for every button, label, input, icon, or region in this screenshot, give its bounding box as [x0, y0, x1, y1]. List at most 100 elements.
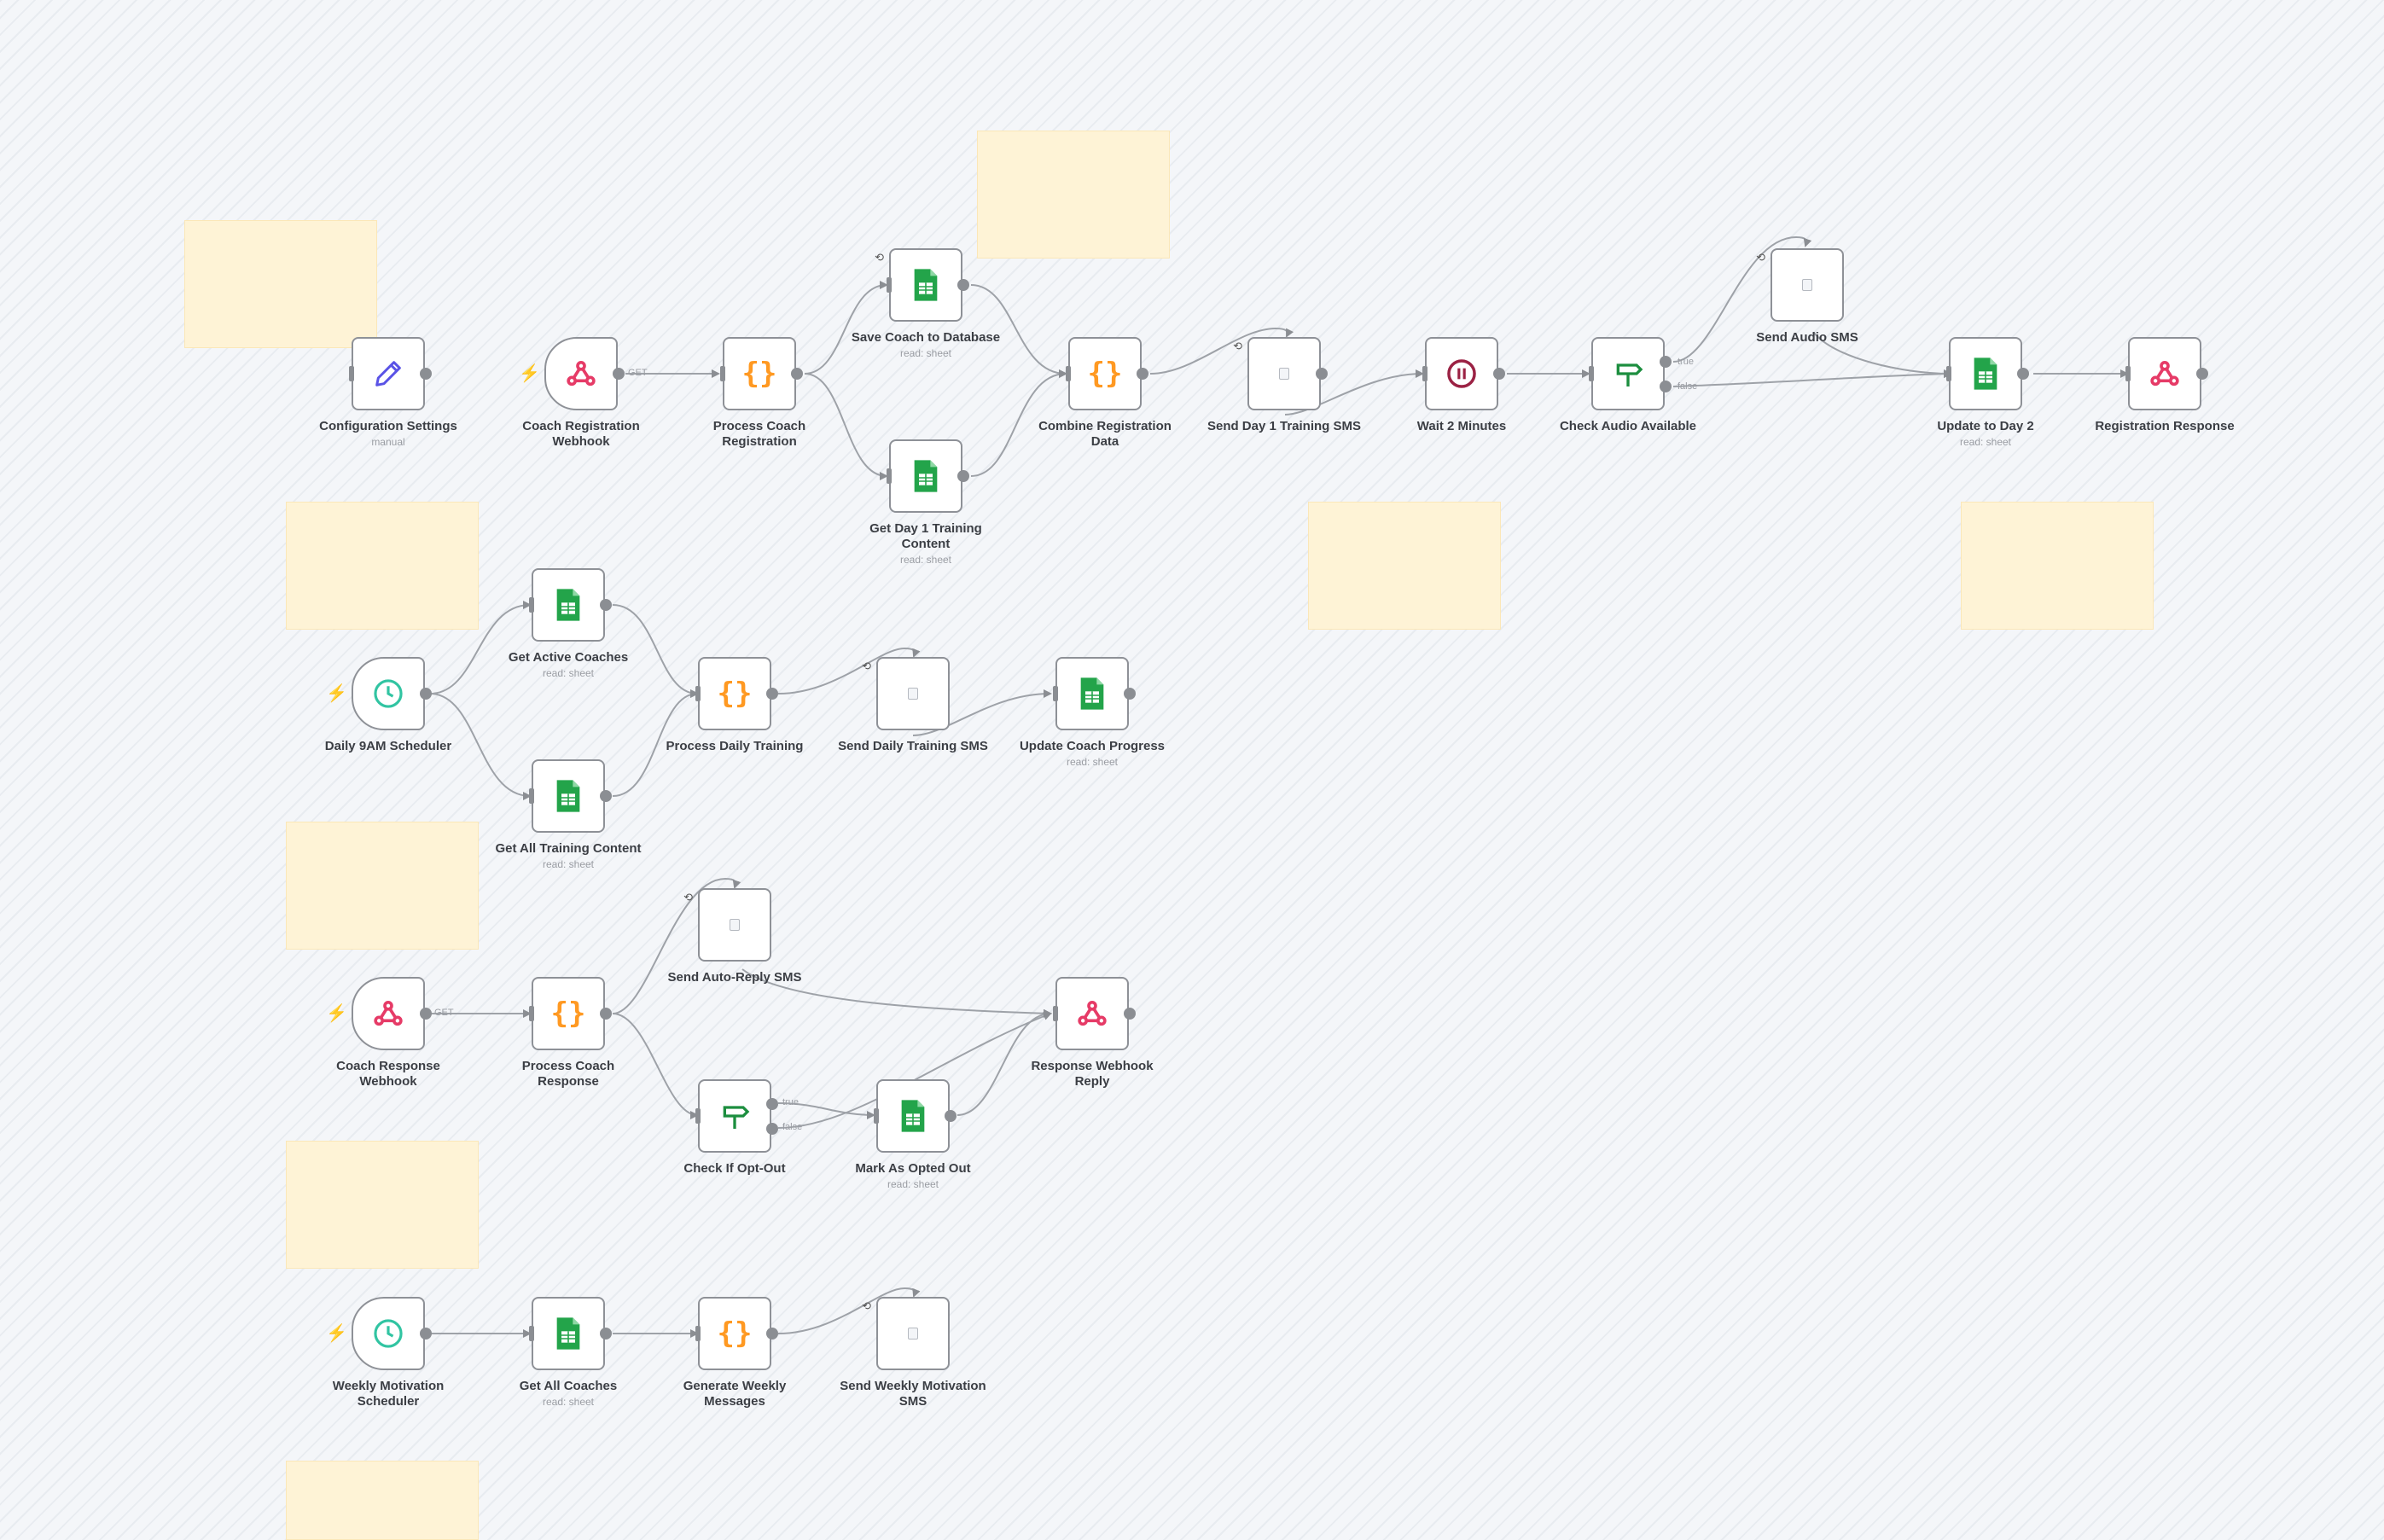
- output-handle[interactable]: [791, 368, 803, 380]
- sticky-note[interactable]: [286, 822, 479, 950]
- sticky-note[interactable]: [977, 131, 1170, 259]
- sticky-note[interactable]: [286, 1141, 479, 1269]
- output-handle[interactable]: [600, 1328, 612, 1340]
- output-handle-true[interactable]: [1660, 356, 1672, 368]
- input-handle[interactable]: [695, 1326, 701, 1341]
- connection-line: [1672, 369, 1952, 387]
- broken-image-icon: [1802, 279, 1812, 291]
- node-label: Check If Opt-Out: [683, 1161, 786, 1176]
- output-handle-true[interactable]: [766, 1098, 778, 1110]
- output-handle[interactable]: [1137, 368, 1148, 380]
- output-handle[interactable]: [420, 368, 432, 380]
- edge-label-true: true: [1678, 357, 1694, 367]
- code-braces-icon: {}: [741, 357, 777, 391]
- node-label: Process Daily Training: [666, 739, 804, 753]
- input-handle[interactable]: [1053, 686, 1058, 701]
- node-label: Wait 2 Minutes: [1416, 419, 1507, 433]
- output-handle[interactable]: [957, 470, 969, 482]
- input-handle[interactable]: [529, 1006, 534, 1021]
- output-handle[interactable]: [1124, 1008, 1136, 1020]
- input-handle[interactable]: [1589, 366, 1594, 381]
- node-sublabel: read: sheet: [1959, 436, 2012, 448]
- input-handle[interactable]: [2125, 366, 2131, 381]
- input-handle[interactable]: [529, 597, 534, 613]
- webhook-icon: [369, 994, 408, 1033]
- input-handle[interactable]: [874, 1108, 879, 1124]
- sticky-note[interactable]: [1308, 502, 1501, 630]
- node-sublabel: read: sheet: [887, 1178, 939, 1190]
- output-handle[interactable]: [600, 1008, 612, 1020]
- input-handle[interactable]: [349, 366, 354, 381]
- clock-icon: [369, 674, 408, 713]
- google-sheets-icon: [906, 456, 945, 496]
- output-handle[interactable]: [766, 688, 778, 700]
- input-handle[interactable]: [1422, 366, 1427, 381]
- sticky-note[interactable]: [286, 1461, 479, 1540]
- output-handle[interactable]: [2017, 368, 2029, 380]
- output-handle[interactable]: [420, 688, 432, 700]
- output-handle[interactable]: [600, 790, 612, 802]
- output-handle[interactable]: [1316, 368, 1328, 380]
- output-handle[interactable]: [945, 1110, 957, 1122]
- pencil-icon: [369, 354, 408, 393]
- broken-image-icon: [908, 688, 918, 700]
- node-label: Get Active Coaches: [508, 650, 629, 665]
- output-handle[interactable]: [766, 1328, 778, 1340]
- node-label: Mark As Opted Out: [855, 1161, 971, 1176]
- trigger-bolt-icon: ⚡: [326, 1324, 347, 1343]
- output-handle[interactable]: [2196, 368, 2208, 380]
- output-handle[interactable]: [420, 1328, 432, 1340]
- sticky-note[interactable]: [286, 502, 479, 630]
- node-label: Save Coach to Database: [851, 330, 1001, 345]
- input-handle[interactable]: [1053, 1006, 1058, 1021]
- sticky-note[interactable]: [1961, 502, 2154, 630]
- clock-icon: [369, 1314, 408, 1353]
- node-sublabel: read: sheet: [899, 554, 952, 566]
- output-handle[interactable]: [420, 1008, 432, 1020]
- input-handle[interactable]: [720, 366, 725, 381]
- input-handle[interactable]: [887, 277, 892, 293]
- output-handle[interactable]: [600, 599, 612, 611]
- node-label: Coach Response Webhook: [336, 1059, 440, 1089]
- broken-image-icon: [908, 1328, 918, 1340]
- edge-label-true: true: [782, 1097, 799, 1107]
- signpost-icon: [715, 1096, 754, 1136]
- broken-image-icon: [1279, 368, 1289, 380]
- sync-icon: ⟲: [1756, 251, 1765, 264]
- google-sheets-icon: [549, 776, 588, 816]
- output-handle[interactable]: [1493, 368, 1505, 380]
- google-sheets-icon: [549, 585, 588, 625]
- node-label: Update Coach Progress: [1019, 739, 1166, 753]
- output-handle-false[interactable]: [1660, 381, 1672, 392]
- webhook-icon: [2145, 354, 2184, 393]
- input-handle[interactable]: [1066, 366, 1071, 381]
- input-handle[interactable]: [529, 1326, 534, 1341]
- input-handle[interactable]: [695, 1108, 701, 1124]
- node-label: Process Coach Registration: [712, 419, 806, 449]
- input-handle[interactable]: [695, 686, 701, 701]
- node-label: Weekly Motivation Scheduler: [332, 1379, 445, 1409]
- node-sublabel: manual: [371, 436, 405, 448]
- code-braces-icon: {}: [717, 1316, 753, 1351]
- node-label: Update to Day 2: [1937, 419, 2034, 433]
- input-handle[interactable]: [887, 468, 892, 484]
- node-label: Coach Registration Webhook: [522, 419, 640, 449]
- node-label: Daily 9AM Scheduler: [324, 739, 452, 753]
- node-label: Send Auto-Reply SMS: [667, 970, 802, 985]
- output-handle[interactable]: [613, 368, 625, 380]
- node-label: Response Webhook Reply: [1031, 1059, 1154, 1089]
- output-handle[interactable]: [957, 279, 969, 291]
- webhook-icon: [1073, 994, 1112, 1033]
- node-sublabel: read: sheet: [1066, 756, 1119, 768]
- google-sheets-icon: [906, 265, 945, 305]
- input-handle[interactable]: [1946, 366, 1951, 381]
- google-sheets-icon: [549, 1314, 588, 1353]
- code-braces-icon: {}: [1087, 357, 1123, 391]
- output-handle-false[interactable]: [766, 1123, 778, 1135]
- input-handle[interactable]: [529, 788, 534, 804]
- sticky-note[interactable]: [184, 220, 377, 348]
- node-label: Send Weekly Motivation SMS: [840, 1379, 986, 1409]
- output-handle[interactable]: [1124, 688, 1136, 700]
- node-label: Get All Training Content: [495, 841, 642, 856]
